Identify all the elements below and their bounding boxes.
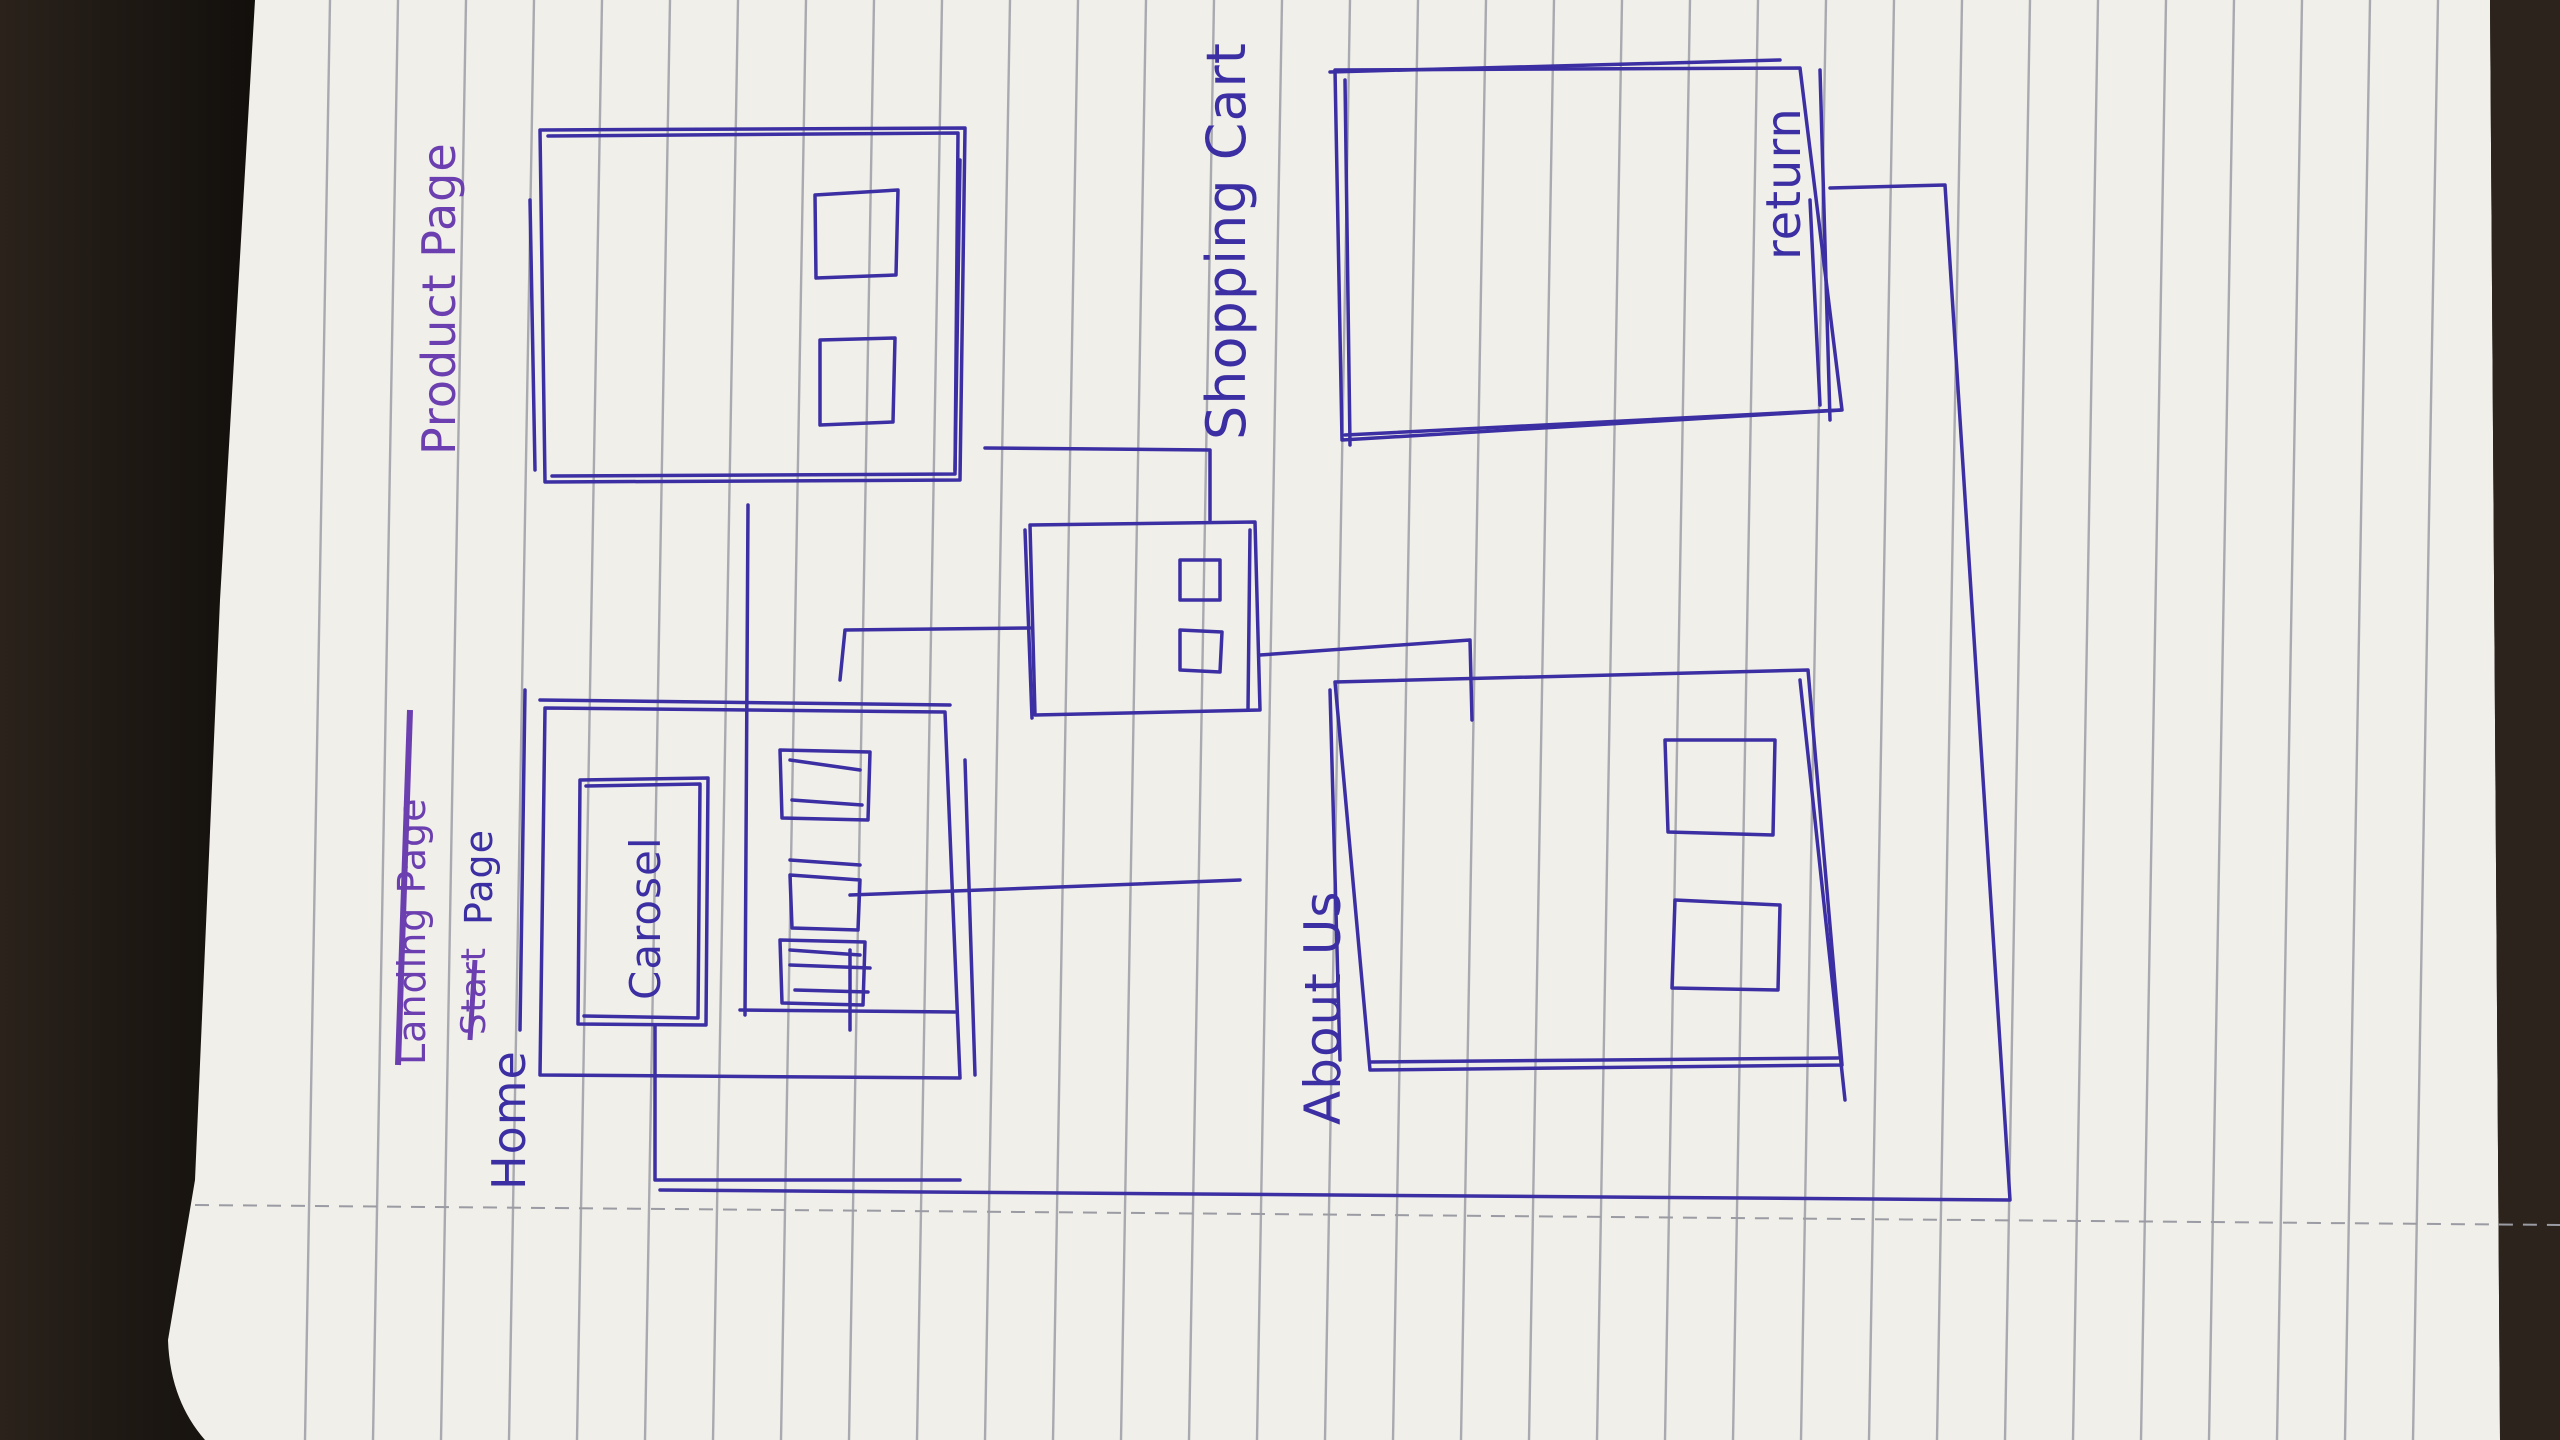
label-product-page: Product Page <box>412 142 466 455</box>
wireframe-sketch <box>518 58 2012 1202</box>
ruled-line <box>1391 0 1420 1440</box>
ruled-line <box>643 0 672 1440</box>
ruled-line <box>1527 0 1556 1440</box>
ruled-line <box>1255 0 1284 1440</box>
ruled-line <box>2275 0 2304 1440</box>
ruled-line <box>2139 0 2168 1440</box>
ruled-line <box>2207 0 2236 1440</box>
shopping-cart-frame <box>1023 520 1262 720</box>
ruled-line <box>439 0 468 1440</box>
ruled-line <box>1119 0 1148 1440</box>
strike-line-1 <box>395 709 413 1066</box>
product-thumb-1 <box>813 188 900 280</box>
ruled-line <box>779 0 808 1440</box>
ruled-lines <box>303 0 2440 1440</box>
label-shopping-cart: Shopping Cart <box>1195 42 1258 440</box>
label-carousel: Carosel <box>621 837 670 1001</box>
label-about-us: About Us <box>1294 891 1352 1125</box>
about-us-page-frame <box>1328 668 1847 1102</box>
about-thumb-1 <box>1663 738 1777 837</box>
ruled-line <box>1187 0 1216 1440</box>
label-home: Home <box>482 1050 536 1190</box>
page-stack-edge <box>2490 0 2560 1440</box>
ruled-line <box>2343 0 2372 1440</box>
sketch-labels: Product Page Landing Page Home Start Pag… <box>390 42 1812 1190</box>
ruled-line <box>983 0 1012 1440</box>
product-page-frame <box>528 126 967 484</box>
ruled-line <box>1595 0 1624 1440</box>
ruled-line <box>847 0 876 1440</box>
ruled-line <box>303 0 332 1440</box>
label-page: Page <box>457 829 501 925</box>
home-tile-1 <box>778 748 872 822</box>
ruled-line <box>1051 0 1080 1440</box>
shopping-cart-page-frame <box>1328 58 1844 447</box>
ruled-line <box>575 0 604 1440</box>
home-page-frame <box>518 503 977 1080</box>
strike-line-2 <box>467 959 478 1041</box>
ruled-line <box>371 0 400 1440</box>
product-thumb-2 <box>818 336 897 427</box>
home-tile-2 <box>788 873 862 932</box>
connector-lines <box>653 183 2012 1202</box>
cart-item-1 <box>1178 558 1222 602</box>
paper-sheet <box>168 0 2500 1440</box>
ruled-line <box>2071 0 2100 1440</box>
about-thumb-2 <box>1670 898 1782 992</box>
label-return: return <box>1756 107 1812 260</box>
home-tile-3 <box>778 938 867 1007</box>
ruled-line <box>2411 0 2440 1440</box>
cart-item-2 <box>1178 628 1224 674</box>
margin-dashed-line <box>194 1204 2560 1226</box>
ruled-line <box>1731 0 1760 1440</box>
ruled-line <box>915 0 944 1440</box>
ruled-line <box>711 0 740 1440</box>
carousel-box <box>576 776 710 1027</box>
ruled-line <box>1663 0 1692 1440</box>
